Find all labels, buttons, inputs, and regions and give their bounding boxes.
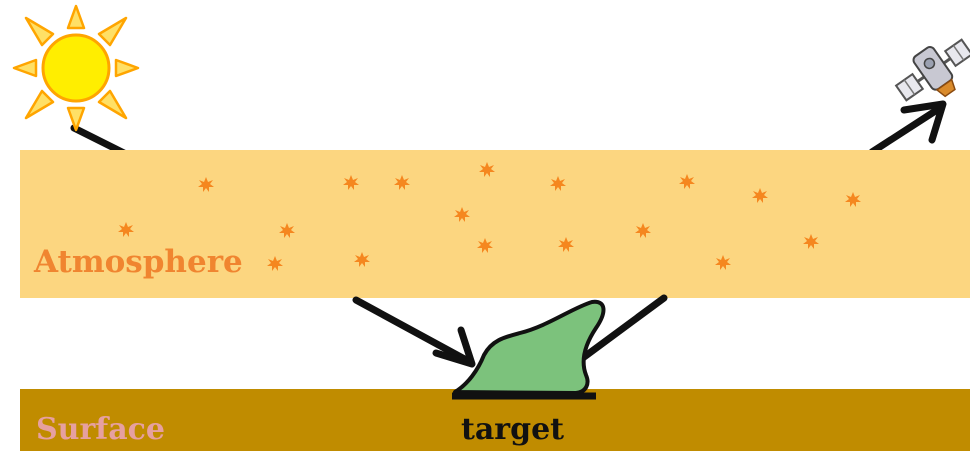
target-label: target xyxy=(461,412,564,447)
surface-label: Surface xyxy=(36,412,165,447)
target-patch xyxy=(455,302,603,393)
sun-icon xyxy=(14,6,138,130)
outgoing-ray-top xyxy=(872,108,940,152)
incoming-ray-bottom xyxy=(356,300,470,362)
atmosphere-label: Atmosphere xyxy=(34,244,243,280)
